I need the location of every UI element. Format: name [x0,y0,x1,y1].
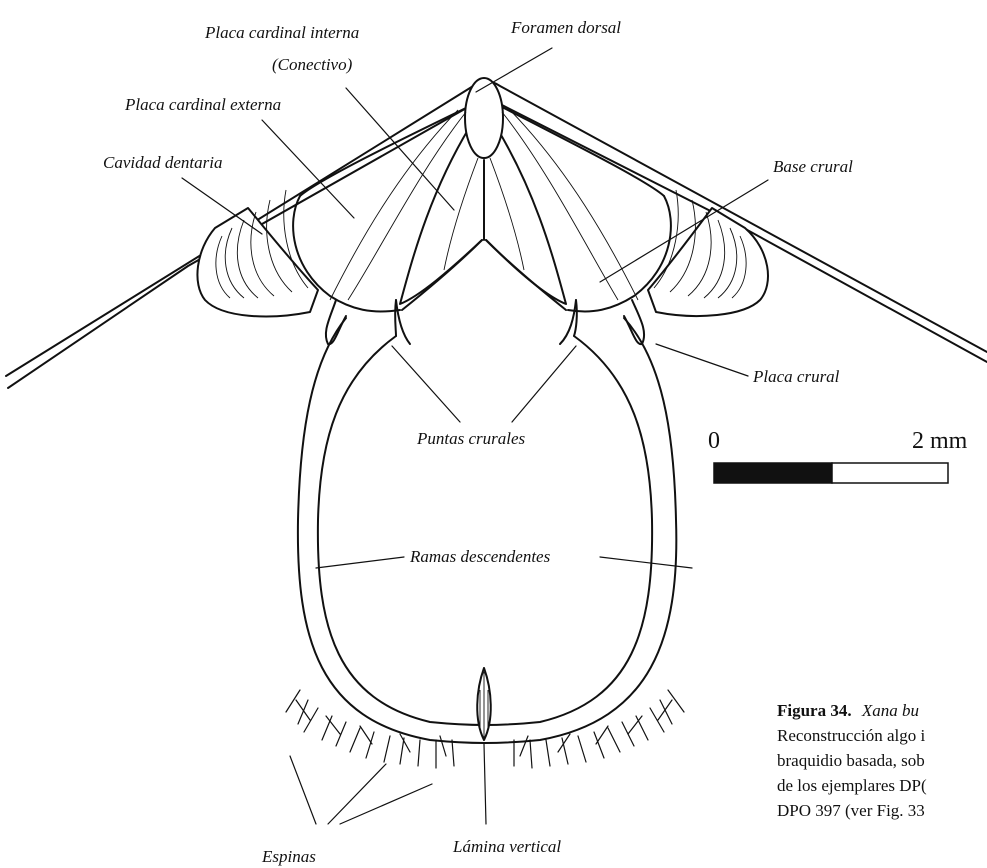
left-outer-cardinal-plate [300,106,470,196]
label-puntas-crurales: Puntas crurales [416,429,526,448]
label-placa-cardinal-externa: Placa cardinal externa [124,95,281,114]
caption-species: Xana bu [861,701,919,720]
label-base-crural: Base crural [773,157,853,176]
label-ramas-descendentes: Ramas descendentes [409,547,551,566]
dorsal-foramen [465,78,503,158]
descending-branches-inner [318,336,652,725]
label-placa-cardinal-interna: Placa cardinal interna [204,23,359,42]
label-cavidad-dentaria: Cavidad dentaria [103,153,222,172]
label-conectivo: (Conectivo) [272,55,353,74]
label-placa-crural: Placa crural [752,367,840,386]
scale-end-label: 2 mm [912,428,968,454]
scale-start-label: 0 [708,428,720,454]
caption-figure-number: Figura 34. [777,701,852,720]
label-espinas: Espinas [261,847,316,866]
caption-line-4: de los ejemplares DP( [777,776,927,795]
caption-line-3: braquidio basada, sob [777,751,925,770]
brachidium-drawing [6,78,987,768]
scale-bar: 0 2 mm [708,428,968,483]
caption-line-2: Reconstrucción algo i [777,726,926,745]
figure-caption: Figura 34. Xana bu Reconstrucción algo i… [777,701,927,820]
right-socket [648,208,768,316]
label-foramen-dorsal: Foramen dorsal [510,18,621,37]
label-lamina-vertical: Lámina vertical [452,837,561,856]
scale-segment-white [832,463,948,483]
caption-line-5: DPO 397 (ver Fig. 33 [777,801,925,820]
scale-segment-black [714,463,832,483]
left-crural-point [396,300,410,344]
caption-line-1: Figura 34. Xana bu [777,701,919,720]
